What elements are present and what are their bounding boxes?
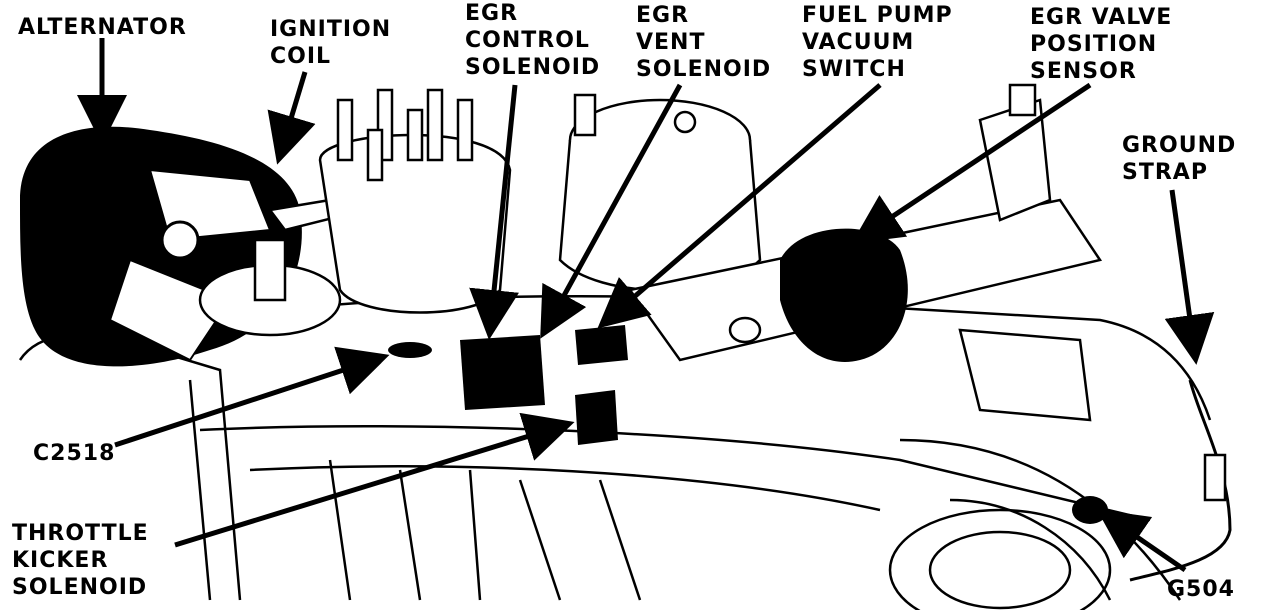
label-c2518-text: C2518 [33, 441, 116, 466]
label-fuel-pump-line3: SWITCH [802, 57, 906, 82]
label-g504-text: G504 [1167, 577, 1235, 602]
label-ignition-coil-line2: COIL [270, 44, 332, 69]
label-egr-vent-line2: VENT [636, 30, 706, 55]
label-egr-control-solenoid: EGR CONTROL SOLENOID [465, 0, 600, 81]
label-egr-vent-line3: SOLENOID [636, 57, 772, 82]
label-throttle-kicker-line3: SOLENOID [12, 575, 148, 600]
label-fuel-pump-vacuum-switch: FUEL PUMP VACUUM SWITCH [802, 2, 953, 83]
arrow-throttle-kicker [174, 412, 575, 548]
label-egr-valve-line2: POSITION [1030, 32, 1158, 57]
ground-strap-wire [1129, 379, 1232, 582]
label-alternator: ALTERNATOR [18, 14, 187, 41]
label-egr-vent-solenoid: EGR VENT SOLENOID [636, 2, 771, 83]
label-throttle-kicker-line2: KICKER [12, 548, 109, 573]
arrow-ground-strap [1164, 189, 1215, 365]
vacuum-hose [780, 228, 908, 362]
egr-valve-fitting [958, 83, 1092, 422]
label-throttle-kicker-line1: THROTTLE [12, 521, 149, 546]
label-fuel-pump-line2: VACUUM [802, 30, 915, 55]
label-egr-valve-position-sensor: EGR VALVE POSITION SENSOR [1030, 4, 1172, 85]
label-egr-control-line3: SOLENOID [465, 55, 601, 80]
label-ground-strap-line1: GROUND [1122, 133, 1237, 158]
label-c2518: C2518 [33, 440, 115, 467]
arrow-fuel-pump-vacuum-switch [597, 83, 882, 329]
ground-strap-clamp [1203, 453, 1227, 502]
label-alternator-text: ALTERNATOR [18, 15, 187, 40]
label-ground-strap: GROUND STRAP [1122, 132, 1236, 186]
leader-arrows [77, 38, 1215, 573]
arrow-egr-valve-position-sensor [851, 82, 1092, 244]
label-egr-control-line2: CONTROL [465, 28, 590, 53]
arrow-ignition-coil [267, 71, 316, 165]
label-ignition-coil-line1: IGNITION [270, 17, 392, 42]
label-fuel-pump-line1: FUEL PUMP [802, 3, 953, 28]
label-egr-valve-line1: EGR VALVE [1030, 5, 1173, 30]
label-egr-control-line1: EGR [465, 1, 519, 26]
arrow-c2518 [114, 346, 390, 448]
arrow-egr-vent-solenoid [540, 83, 683, 339]
g504-ground-point [1072, 496, 1108, 524]
distributor-cap [318, 88, 512, 314]
label-g504: G504 [1167, 576, 1235, 603]
label-throttle-kicker-solenoid: THROTTLE KICKER SOLENOID [12, 520, 149, 601]
label-ignition-coil: IGNITION COIL [270, 16, 391, 70]
arrow-g504 [1096, 509, 1187, 573]
solenoid-cluster [388, 325, 628, 445]
label-ground-strap-line2: STRAP [1122, 160, 1208, 185]
label-egr-valve-line3: SENSOR [1030, 59, 1137, 84]
arrow-egr-control-solenoid [469, 84, 519, 340]
label-egr-vent-line1: EGR [636, 3, 690, 28]
